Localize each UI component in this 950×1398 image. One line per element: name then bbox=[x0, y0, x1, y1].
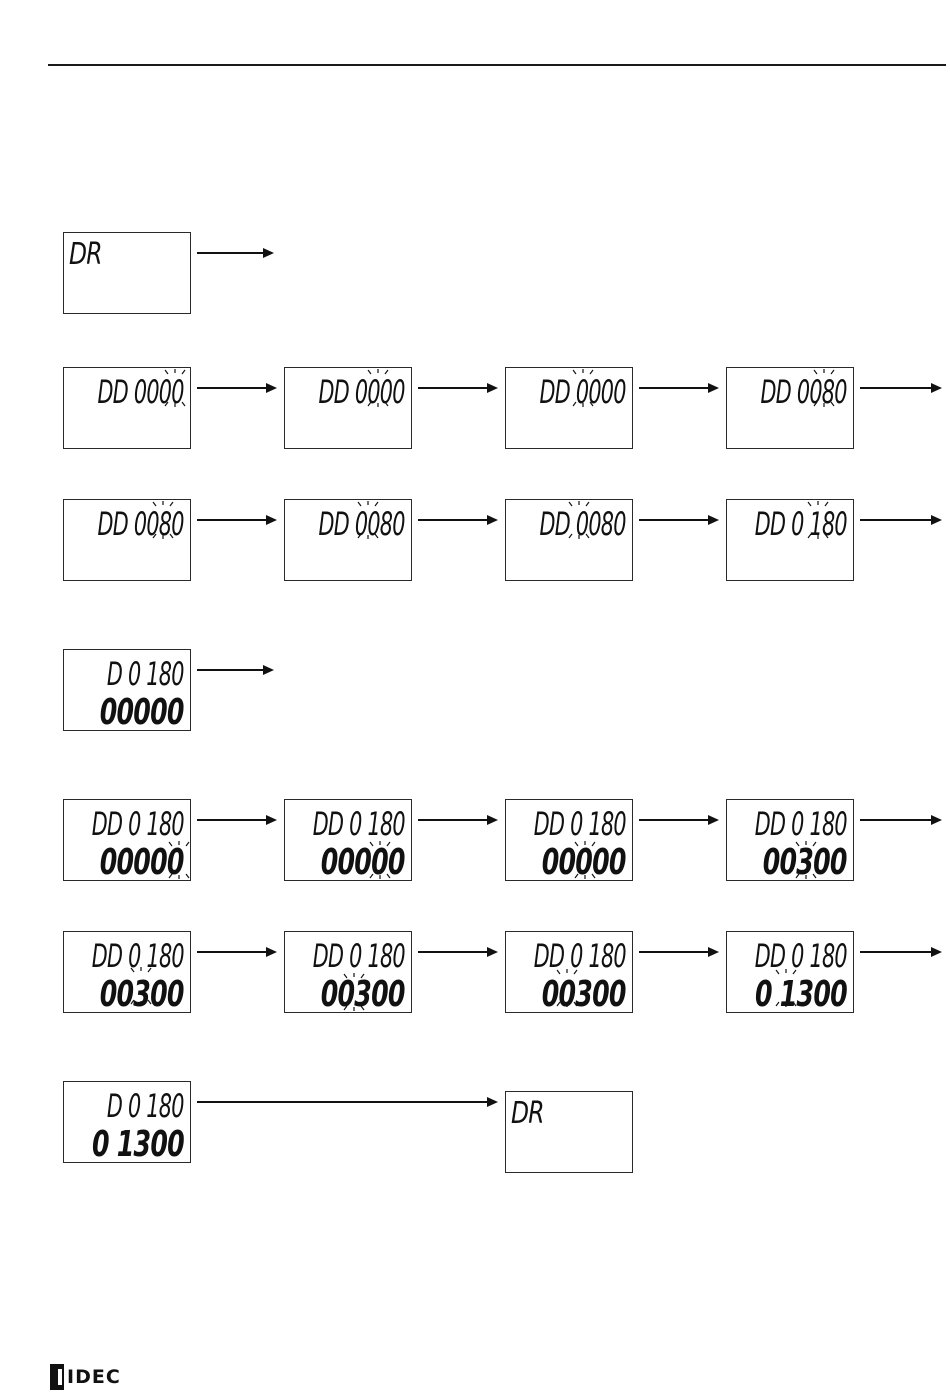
lcd-line-1: DD 0080 bbox=[98, 505, 184, 543]
lcd-line-1: DD 0 180 bbox=[755, 805, 847, 843]
flow-arrow bbox=[197, 947, 277, 957]
lcd-screen: DD 0 180 00300 bbox=[63, 931, 191, 1013]
flow-arrow bbox=[418, 515, 498, 525]
flow-arrow bbox=[639, 515, 719, 525]
flow-arrow bbox=[197, 815, 277, 825]
lcd-line-2: 00000 bbox=[100, 844, 184, 882]
lcd-line-1: DD 0000 bbox=[319, 373, 405, 411]
lcd-line-1: DD 0 180 bbox=[755, 937, 847, 975]
lcd-line-2: 00000 bbox=[100, 694, 184, 732]
header-rule bbox=[48, 64, 946, 66]
lcd-line-2: 0 1300 bbox=[92, 1126, 184, 1164]
lcd-line-1: DD 0 180 bbox=[92, 805, 184, 843]
lcd-screen: D 0 180 00000 bbox=[63, 649, 191, 731]
idec-logo-mark-icon bbox=[50, 1364, 64, 1390]
flow-arrow bbox=[639, 947, 719, 957]
lcd-line-1: DD 0000 bbox=[540, 373, 626, 411]
flow-arrow bbox=[197, 665, 274, 675]
lcd-screen: DD 0080 bbox=[63, 499, 191, 581]
lcd-screen: DD 0 180 00000 bbox=[505, 799, 633, 881]
lcd-line-2: 0 1300 bbox=[755, 976, 847, 1014]
lcd-screen: DD 0080 bbox=[726, 367, 854, 449]
flow-arrow bbox=[860, 947, 942, 957]
lcd-line-1: DD 0 180 bbox=[92, 937, 184, 975]
lcd-line-1: DD 0080 bbox=[761, 373, 847, 411]
flow-arrow bbox=[418, 815, 498, 825]
lcd-line-2: 00300 bbox=[100, 976, 184, 1014]
lcd-screen-mode: DR bbox=[63, 232, 191, 314]
lcd-line-1: DD 0 180 bbox=[313, 805, 405, 843]
lcd-line-1: D 0 180 bbox=[107, 655, 184, 693]
lcd-screen: DD 0 180 bbox=[726, 499, 854, 581]
flow-arrow bbox=[860, 815, 942, 825]
flow-arrow bbox=[197, 1097, 498, 1107]
lcd-screen-mode: DR bbox=[505, 1091, 633, 1173]
lcd-line-1: DD 0080 bbox=[540, 505, 626, 543]
lcd-line-1: DD 0000 bbox=[98, 373, 184, 411]
lcd-screen: DD 0080 bbox=[284, 499, 412, 581]
lcd-line-1: D 0 180 bbox=[107, 1087, 184, 1125]
idec-logo: IDEC bbox=[50, 1364, 121, 1390]
lcd-screen: DD 0080 bbox=[505, 499, 633, 581]
lcd-screen: DD 0000 bbox=[63, 367, 191, 449]
lcd-screen: DD 0 180 00000 bbox=[63, 799, 191, 881]
idec-logo-text: IDEC bbox=[67, 1366, 121, 1388]
lcd-screen: DD 0 180 0 1300 bbox=[726, 931, 854, 1013]
flow-arrow bbox=[418, 947, 498, 957]
lcd-screen: DD 0 180 00300 bbox=[726, 799, 854, 881]
lcd-line-2: 00000 bbox=[321, 844, 405, 882]
lcd-screen: D 0 180 0 1300 bbox=[63, 1081, 191, 1163]
flow-arrow bbox=[860, 383, 942, 393]
lcd-screen: DD 0000 bbox=[505, 367, 633, 449]
lcd-line-2: 00000 bbox=[542, 844, 626, 882]
flow-arrow bbox=[418, 383, 498, 393]
flow-arrow bbox=[639, 815, 719, 825]
lcd-line-2: 00300 bbox=[763, 844, 847, 882]
flow-arrow bbox=[197, 515, 277, 525]
lcd-screen: DD 0000 bbox=[284, 367, 412, 449]
lcd-mode-text: DR bbox=[69, 237, 102, 273]
flow-arrow bbox=[639, 383, 719, 393]
lcd-screen: DD 0 180 00300 bbox=[505, 931, 633, 1013]
lcd-line-1: DD 0 180 bbox=[755, 505, 847, 543]
lcd-line-1: DD 0 180 bbox=[534, 937, 626, 975]
lcd-line-1: DD 0080 bbox=[319, 505, 405, 543]
lcd-mode-text: DR bbox=[511, 1096, 544, 1132]
lcd-screen: DD 0 180 00000 bbox=[284, 799, 412, 881]
lcd-line-2: 00300 bbox=[321, 976, 405, 1014]
lcd-screen: DD 0 180 00300 bbox=[284, 931, 412, 1013]
flow-arrow bbox=[197, 383, 277, 393]
lcd-line-1: DD 0 180 bbox=[313, 937, 405, 975]
flow-arrow bbox=[197, 248, 274, 258]
lcd-line-2: 00300 bbox=[542, 976, 626, 1014]
flow-arrow bbox=[860, 515, 942, 525]
lcd-line-1: DD 0 180 bbox=[534, 805, 626, 843]
